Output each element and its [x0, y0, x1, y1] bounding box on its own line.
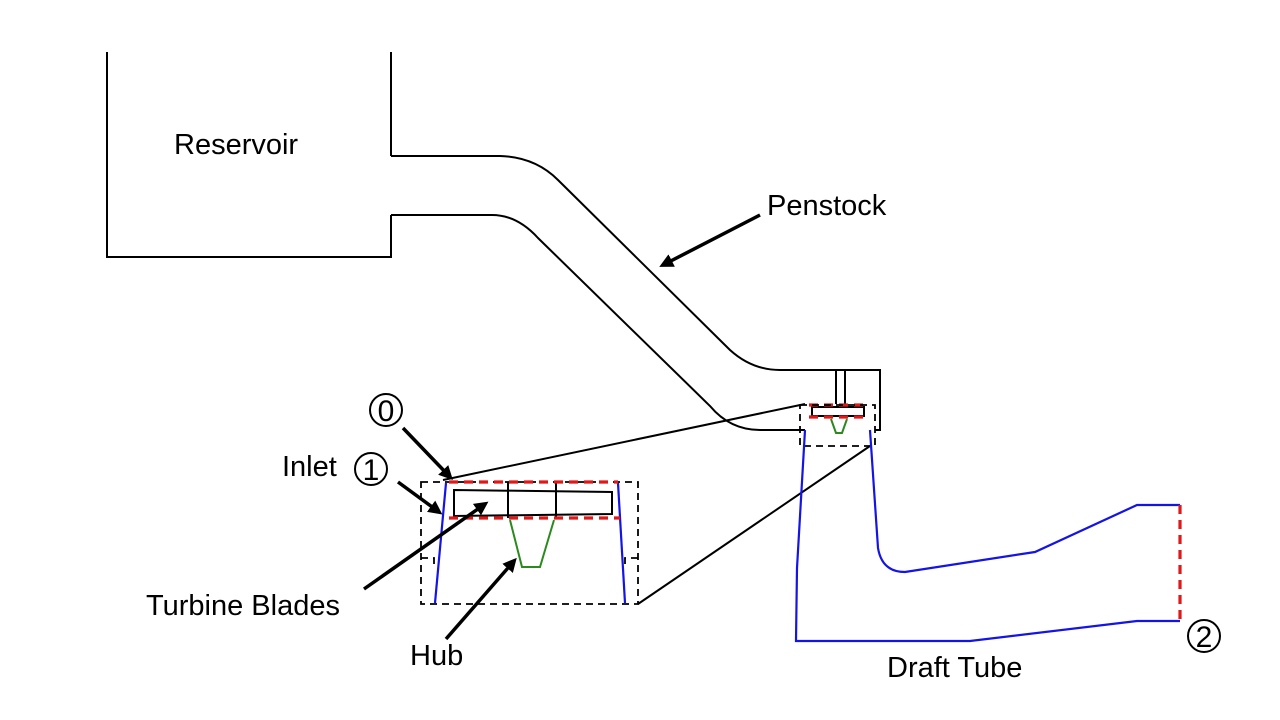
reservoir-label: Reservoir [174, 129, 298, 161]
detail-wall-left [433, 482, 448, 604]
turbine-blades-arrow [362, 501, 489, 591]
detail-bracket-right [624, 557, 638, 568]
hub [509, 519, 555, 568]
detail-zoom-box [420, 481, 639, 605]
turbine-blades-label: Turbine Blades [146, 590, 340, 622]
svg-text:2: 2 [1196, 621, 1213, 654]
penstock-upper-wall [391, 155, 881, 431]
draft-tube-upper [868, 429, 1180, 574]
draft-tube-label: Draft Tube [887, 652, 1022, 684]
station-0-marker: 0 [369, 393, 403, 428]
penstock-arrow [659, 213, 761, 267]
station-1-marker: 1 [354, 452, 388, 487]
detail-wall-right [616, 482, 627, 604]
small-turbine-blades [811, 406, 865, 417]
zoom-line-top [442, 403, 806, 481]
hub-label: Hub [410, 640, 463, 672]
svg-text:1: 1 [363, 454, 380, 487]
station-0-arrow [401, 426, 453, 481]
station-2-marker: 2 [1187, 619, 1221, 654]
hub-arrow [444, 557, 517, 641]
detail-bracket-left [421, 557, 435, 568]
inlet-label: Inlet [282, 451, 337, 483]
small-zoom-box [799, 404, 876, 447]
inlet-arrow [396, 480, 443, 515]
small-hub [830, 418, 848, 434]
zoom-line-bottom [637, 445, 871, 605]
reservoir-outline [106, 52, 392, 258]
penstock-label: Penstock [767, 190, 887, 222]
draft-tube-lower [794, 429, 1180, 643]
penstock-lower-wall [391, 214, 805, 431]
svg-text:0: 0 [378, 395, 395, 428]
turbine-blades [453, 488, 613, 518]
